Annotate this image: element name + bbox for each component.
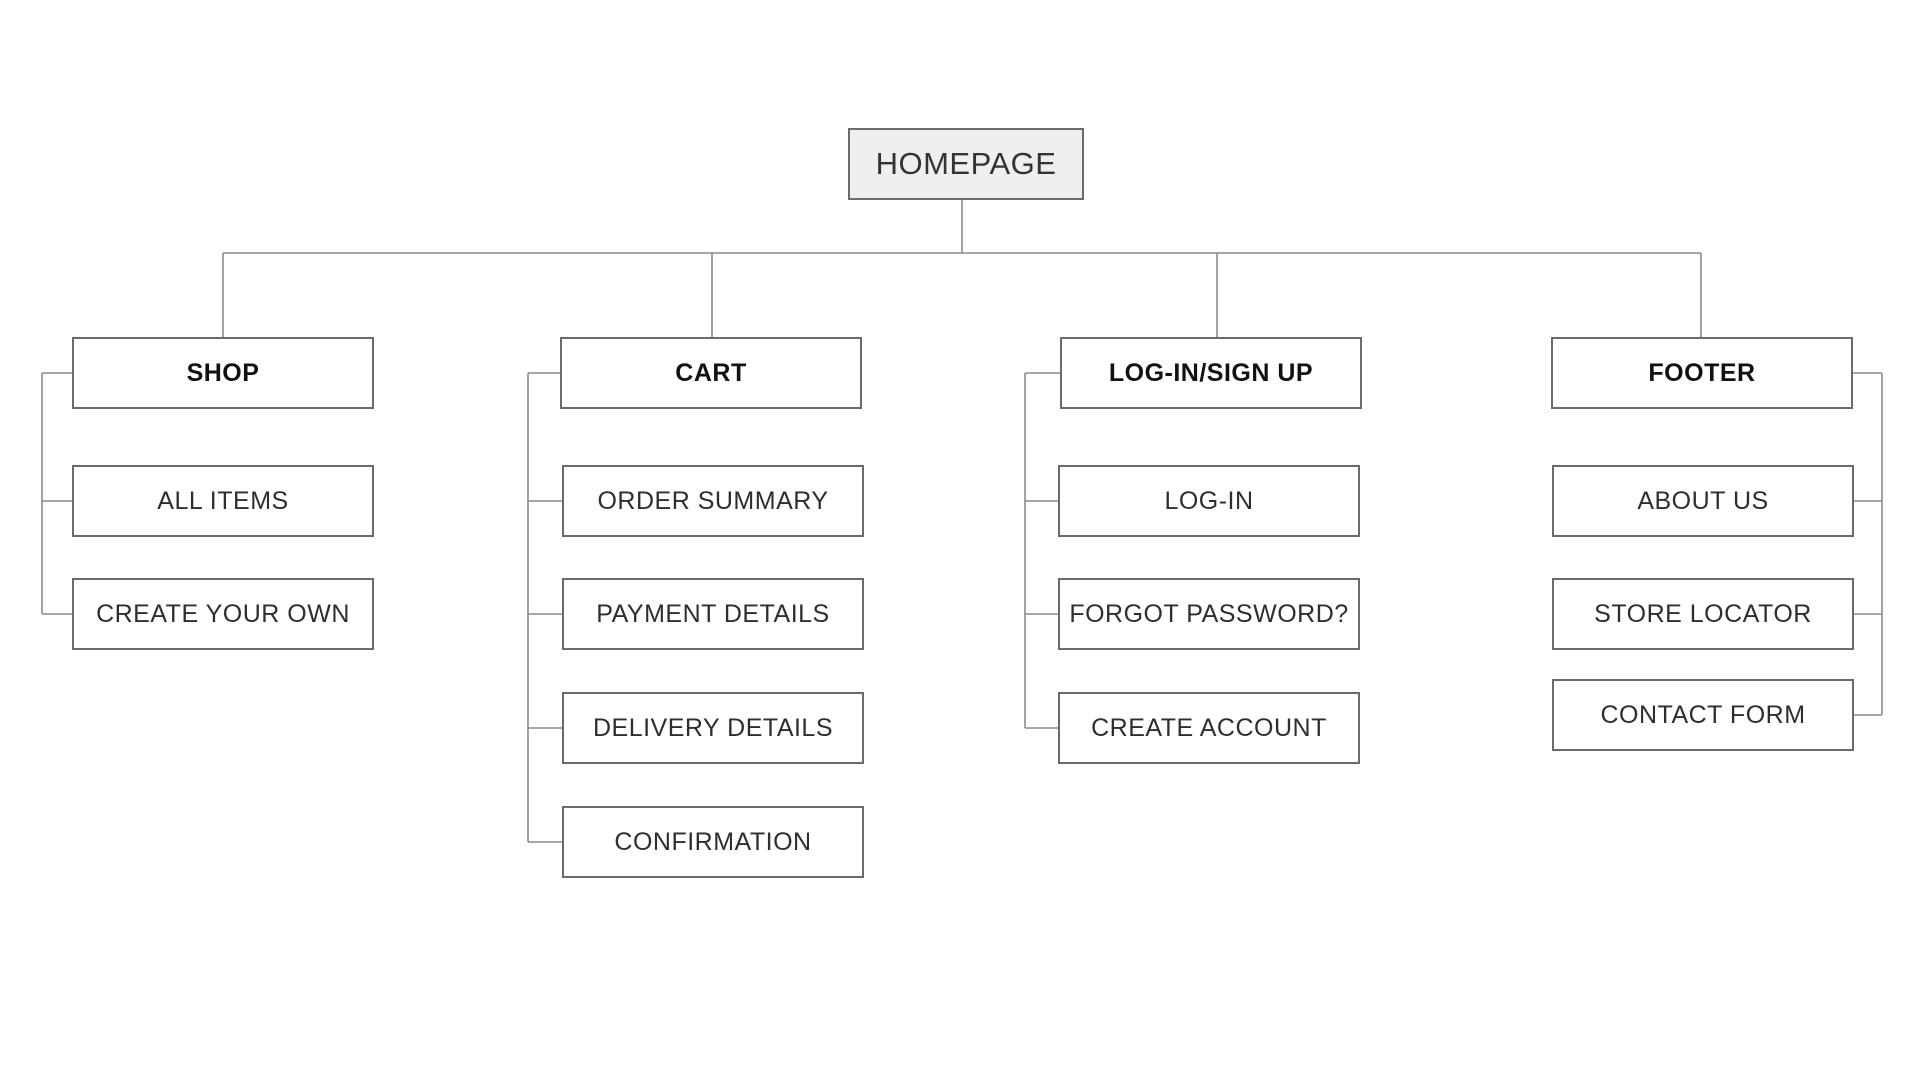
node-confirmation: CONFIRMATION [562,806,864,878]
node-cart: CART [560,337,862,409]
node-log-in: LOG-IN [1058,465,1360,537]
node-login-signup: LOG-IN/SIGN UP [1060,337,1362,409]
node-homepage: HOMEPAGE [848,128,1084,200]
node-forgot-password: FORGOT PASSWORD? [1058,578,1360,650]
node-store-locator: STORE LOCATOR [1552,578,1854,650]
node-contact-form: CONTACT FORM [1552,679,1854,751]
node-payment-details: PAYMENT DETAILS [562,578,864,650]
node-all-items: ALL ITEMS [72,465,374,537]
node-delivery-details: DELIVERY DETAILS [562,692,864,764]
node-create-account: CREATE ACCOUNT [1058,692,1360,764]
node-about-us: ABOUT US [1552,465,1854,537]
node-create-your-own: CREATE YOUR OWN [72,578,374,650]
node-order-summary: ORDER SUMMARY [562,465,864,537]
node-shop: SHOP [72,337,374,409]
node-footer: FOOTER [1551,337,1853,409]
